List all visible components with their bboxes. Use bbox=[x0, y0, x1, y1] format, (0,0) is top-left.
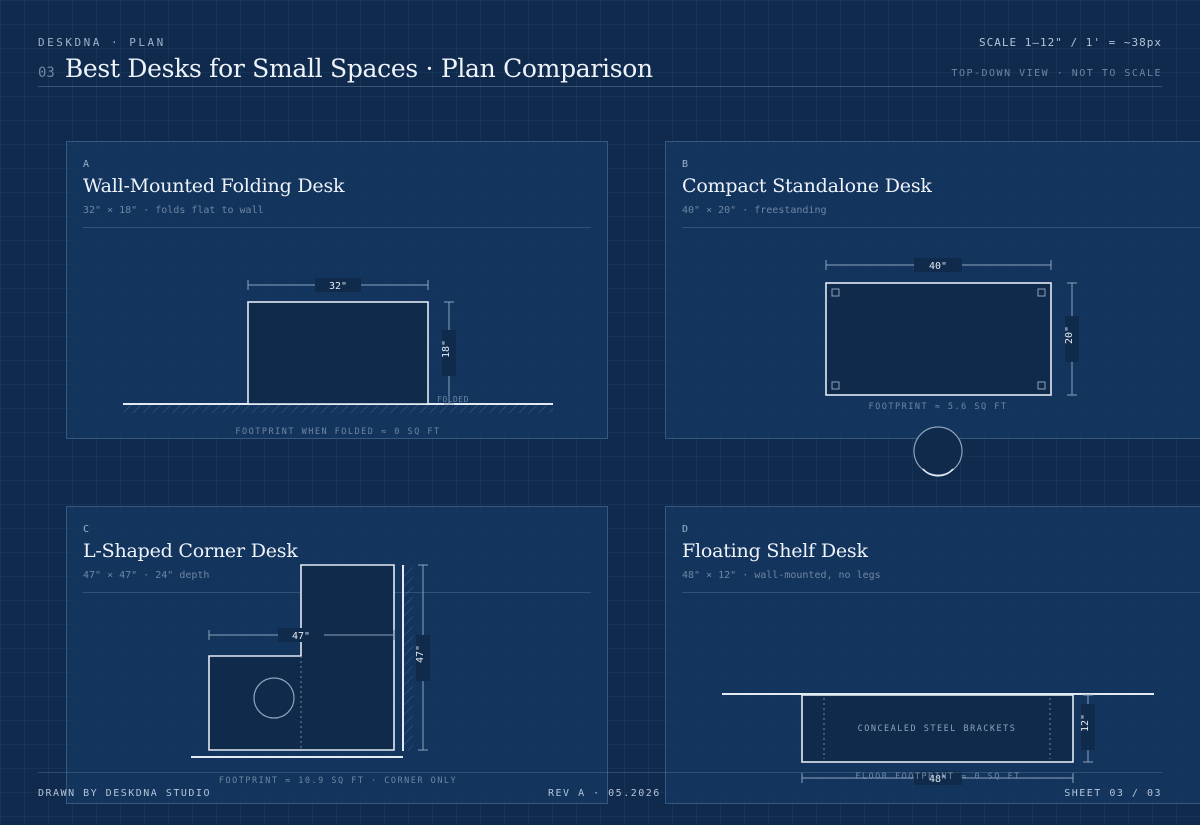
plan-drawing-a: 32" 18" FOLDED FOOTPRINT WHEN FOLDED ≈ 0… bbox=[123, 278, 553, 437]
width-label: 32" bbox=[329, 281, 347, 292]
width-label-bg bbox=[914, 258, 962, 272]
panel-title: Compact Standalone Desk bbox=[682, 175, 932, 197]
panel-dimensions: 47" × 47" · 24" depth bbox=[83, 570, 210, 581]
plan-drawing-d: CONCEALED STEEL BRACKETS 12" 48" FLOOR F… bbox=[722, 693, 1154, 785]
width-label: 40" bbox=[929, 261, 947, 272]
chair-symbol bbox=[253, 677, 295, 719]
desk-outline bbox=[247, 301, 429, 405]
panel-dimensions: 40" × 20" · freestanding bbox=[682, 205, 827, 216]
shelf-outline bbox=[801, 694, 1074, 763]
side-wall-hatch bbox=[404, 565, 413, 751]
panel-letter: B bbox=[682, 159, 689, 170]
panel-letter: D bbox=[682, 524, 689, 535]
leg-top-right bbox=[1037, 288, 1046, 297]
footer-divider bbox=[38, 772, 1162, 773]
drawn-by: DRAWN BY DESKDNA STUDIO bbox=[38, 788, 211, 799]
panel-divider bbox=[682, 227, 1200, 228]
view-note: TOP-DOWN VIEW · NOT TO SCALE bbox=[951, 68, 1162, 79]
panel-compact-standalone-desk[interactable]: B Compact Standalone Desk 40" × 20" · fr… bbox=[665, 141, 1200, 477]
panel-dimensions: 48" × 12" · wall-mounted, no legs bbox=[682, 570, 881, 581]
panel-title: L-Shaped Corner Desk bbox=[83, 540, 298, 562]
panel-wall-mounted-folding-desk[interactable]: A Wall-Mounted Folding Desk 32" × 18" · … bbox=[66, 141, 608, 439]
depth-label-bg bbox=[442, 330, 456, 376]
revision: REV A · 05.2026 bbox=[548, 788, 661, 799]
footprint-note: FOOTPRINT WHEN FOLDED ≈ 0 SQ FT bbox=[235, 427, 440, 437]
plan-drawing-c: 47" 47" FOOTPRINT ≈ 10.9 SQ FT · CORNER … bbox=[191, 564, 457, 786]
leg-bottom-left bbox=[831, 381, 840, 390]
brand-kicker: DESKDNA · PLAN bbox=[38, 36, 166, 49]
footprint-note: FLOOR FOOTPRINT ≈ 0 SQ FT bbox=[855, 772, 1020, 782]
width-label: 48" bbox=[929, 774, 947, 785]
panel-dimensions: 32" × 18" · folds flat to wall bbox=[83, 205, 264, 216]
header-divider bbox=[38, 86, 1162, 87]
chair-back-arc bbox=[922, 468, 954, 477]
depth-label: 18" bbox=[441, 340, 452, 358]
sheet-indicator: SHEET 03 / 03 bbox=[1064, 788, 1162, 799]
width-label: 47" bbox=[292, 631, 310, 642]
panel-letter: C bbox=[83, 524, 90, 535]
depth-label-bg bbox=[1081, 704, 1095, 750]
page-title: Best Desks for Small Spaces · Plan Compa… bbox=[64, 54, 653, 83]
folded-label: FOLDED bbox=[437, 395, 469, 404]
leg-bottom-right bbox=[1037, 381, 1046, 390]
plan-drawing-b: 40" 20" FOOTPRINT ≈ 5.6 SQ FT bbox=[825, 258, 1079, 477]
panel-l-shaped-corner-desk[interactable]: C L-Shaped Corner Desk 47" × 47" · 24" d… bbox=[66, 506, 608, 804]
floor-hatch bbox=[123, 405, 553, 413]
width-label-bg bbox=[914, 771, 962, 785]
depth-label: 12" bbox=[1080, 714, 1091, 732]
panel-floating-shelf-desk[interactable]: D Floating Shelf Desk 48" × 12" · wall-m… bbox=[665, 506, 1200, 804]
bracket-label: CONCEALED STEEL BRACKETS bbox=[858, 724, 1017, 734]
depth-label-bg bbox=[416, 635, 430, 681]
panel-divider bbox=[83, 227, 591, 228]
depth-label: 20" bbox=[1064, 326, 1075, 344]
panel-title: Wall-Mounted Folding Desk bbox=[83, 175, 345, 197]
panel-title: Floating Shelf Desk bbox=[682, 540, 868, 562]
width-label-bg bbox=[278, 628, 324, 642]
footprint-note: FOOTPRINT ≈ 5.6 SQ FT bbox=[869, 402, 1008, 412]
footprint-note: FOOTPRINT ≈ 10.9 SQ FT · CORNER ONLY bbox=[219, 776, 457, 786]
panel-divider bbox=[682, 592, 1200, 593]
scale-note: SCALE 1—12" / 1' = ~38px bbox=[979, 36, 1162, 49]
depth-label: 47" bbox=[415, 645, 426, 663]
width-label-bg bbox=[315, 278, 361, 292]
sheet-number: 03 bbox=[38, 65, 55, 81]
desk-outline bbox=[825, 282, 1052, 396]
leg-top-left bbox=[831, 288, 840, 297]
depth-label-bg bbox=[1065, 316, 1079, 362]
chair-symbol bbox=[913, 426, 963, 476]
title-row: 03 Best Desks for Small Spaces · Plan Co… bbox=[38, 54, 653, 83]
panel-letter: A bbox=[83, 159, 90, 170]
